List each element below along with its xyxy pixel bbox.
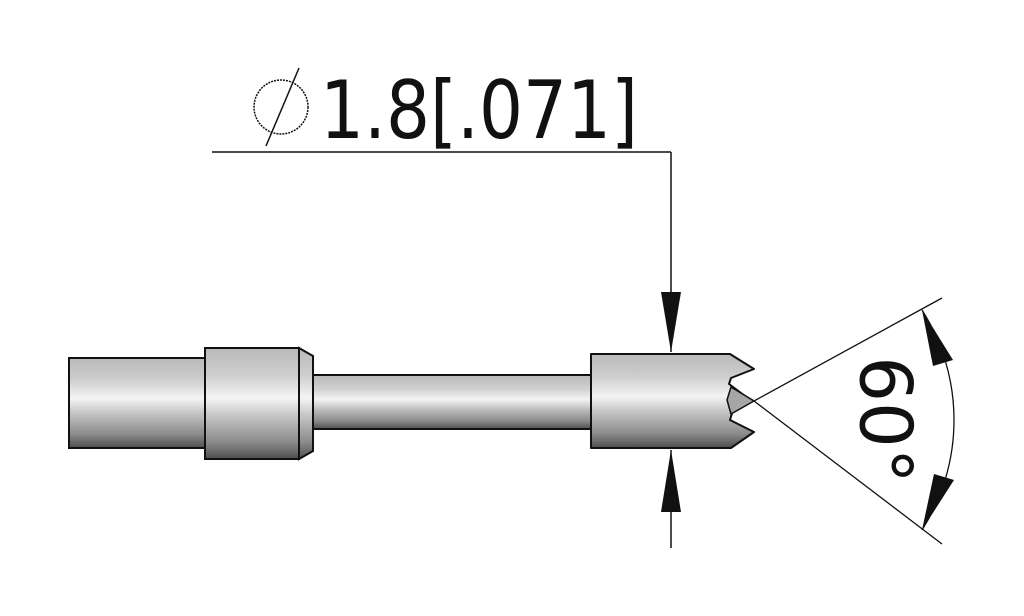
angle-arrow-bottom-icon [922, 474, 954, 530]
probe-body [68, 346, 756, 461]
collar [204, 347, 300, 460]
crown-center-point [726, 385, 756, 416]
angle-arrow-top-icon [922, 310, 953, 366]
arrow-down-icon [661, 292, 681, 352]
rear-cylinder [68, 357, 207, 449]
diameter-dimension: 1.8[.071] [212, 64, 681, 548]
collar-chamfer [298, 346, 314, 461]
diameter-value-text: 1.8[.071] [320, 64, 638, 157]
shaft [312, 374, 593, 430]
angle-dimension: 60° [753, 297, 955, 545]
diameter-symbol-icon [253, 67, 309, 147]
angle-value-text: 60° [843, 356, 927, 484]
arrow-up-icon [661, 450, 681, 512]
